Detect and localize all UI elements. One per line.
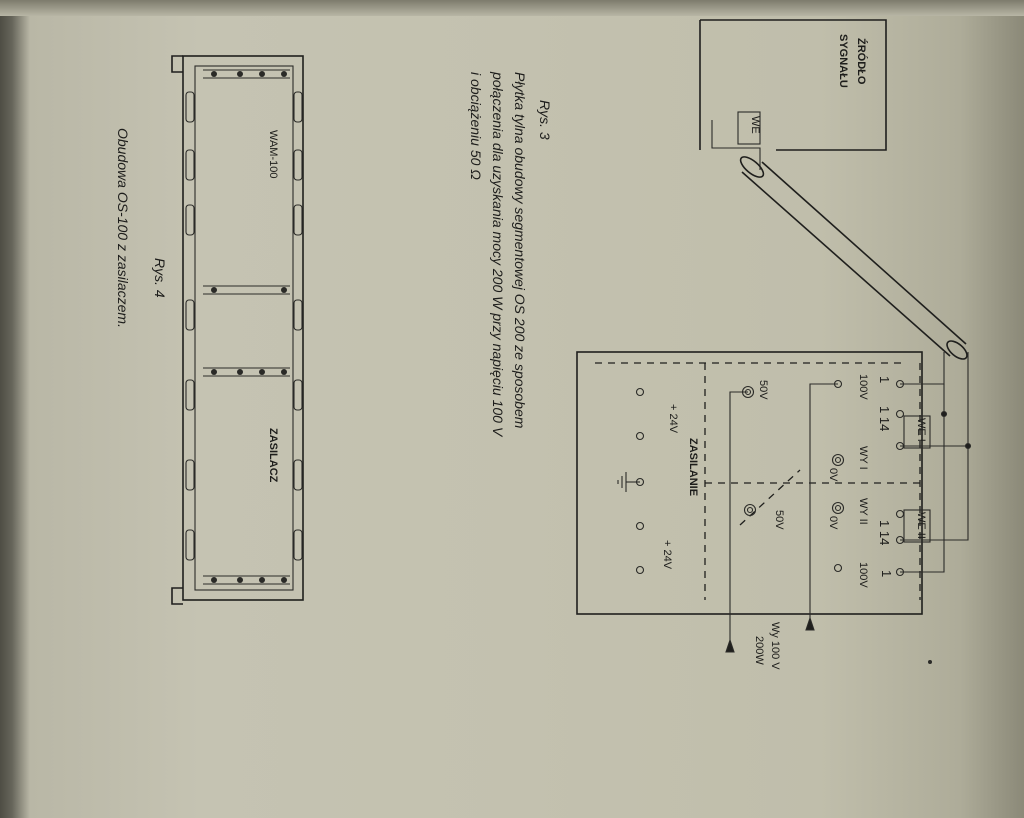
module-rails: [203, 69, 290, 585]
we2-box: [903, 509, 931, 543]
fig4-title: Rys. 4: [152, 258, 168, 298]
pin-1b-label: 1: [879, 570, 894, 577]
v50-label-b: 50V: [773, 510, 785, 530]
source-label-1: ŹRÓDŁO: [855, 38, 868, 85]
module-label-wam: WAM-100: [267, 130, 279, 179]
terminal-50v-b-ring: [743, 503, 757, 517]
v100-label-b: 100V: [857, 562, 869, 588]
terminal-0v-b: [834, 504, 842, 512]
input-pins: [895, 379, 905, 577]
source-label-2: SYGNAŁU: [837, 34, 849, 88]
fig3-title: Rys. 3: [537, 100, 553, 140]
v50-label-a: 50V: [757, 380, 769, 400]
we1-box: [903, 415, 931, 449]
fig3-caption-line1: Płytka tylna obudowy segmentowej OS 200 …: [512, 72, 528, 429]
output-lines: [725, 383, 838, 653]
v100-label-a: 100V: [857, 374, 869, 400]
supply-terminals: [635, 387, 645, 575]
signal-cable: [739, 156, 968, 360]
source-lead: [711, 120, 761, 170]
v0-label-a: 0V: [827, 468, 839, 482]
housing-outer-frame: [182, 55, 304, 601]
output-label-2: 200W: [753, 636, 765, 665]
pin-14-label-a: 1 14: [877, 406, 892, 431]
input-connector-box: [737, 111, 761, 145]
we1-label: WE I: [915, 418, 927, 442]
pin-14-label-b: 1 14: [877, 520, 892, 545]
module-label-zasilacz: ZASILACZ: [267, 428, 279, 483]
input-wiring: [900, 352, 972, 573]
fig3-caption-line3: i obciążeniu 50 Ω: [468, 72, 484, 180]
housing-lug-top: [171, 55, 183, 73]
out2-label: WY II: [857, 498, 869, 525]
out1-label: WY I: [857, 446, 869, 470]
we2-label: WE II: [915, 512, 927, 539]
rear-panel: 1 WE I 1 14 100V WY I 0V 1 WE II 1 14 WY…: [576, 351, 931, 615]
ink-speck: [928, 660, 932, 664]
terminal-0v-a: [834, 456, 842, 464]
fig3-caption-line2: połączenia dla uzyskania mocy 200 W przy…: [490, 71, 506, 438]
supply-label: ZASILANIE: [687, 438, 699, 496]
housing-figure: WAM-100 ZASILACZ: [171, 55, 304, 605]
terminal-50v-b: [746, 506, 754, 514]
housing-lug-bottom: [171, 587, 183, 605]
series-link: [739, 469, 801, 526]
rear-panel-outline: [576, 351, 923, 615]
ground-symbol: [617, 472, 640, 492]
fig4-caption: Obudowa OS-100 z zasilaczem.: [115, 128, 131, 328]
housing-inner-frame: [194, 65, 294, 591]
module-screws: [211, 71, 287, 583]
page-top-edge: [0, 0, 1024, 16]
signal-source: ŹRÓDŁO SYGNAŁU WE: [699, 19, 887, 170]
plus24-label-b: + 24V: [661, 540, 673, 570]
signal-source-box: [700, 19, 887, 151]
output-label-1: Wy 100 V: [769, 622, 781, 670]
terminal-0v-a-ring: [831, 453, 845, 467]
housing-side-rails: [185, 91, 303, 561]
v0-label-b: 0V: [827, 516, 839, 530]
terminal-0v-b-ring: [831, 501, 845, 515]
input-connector-label: WE: [749, 116, 761, 134]
plus24-label-a: + 24V: [667, 404, 679, 434]
pin-1-label: 1: [877, 376, 892, 383]
terminal-100v-b: [833, 563, 843, 573]
